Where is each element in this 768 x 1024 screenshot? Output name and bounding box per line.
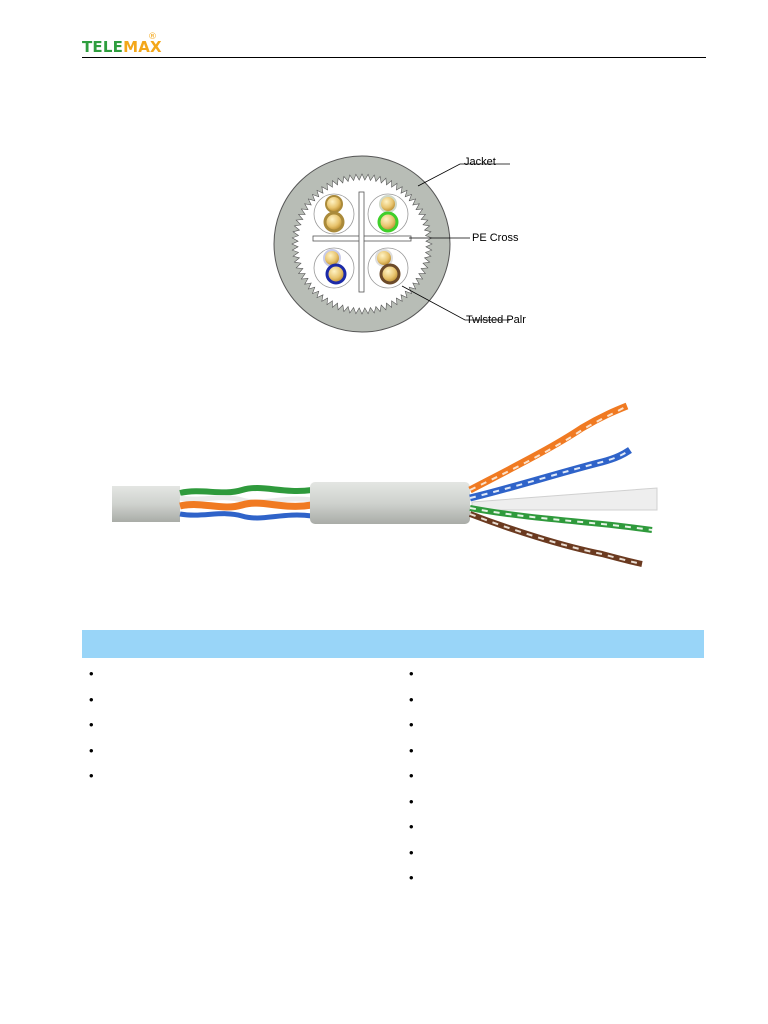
list-item — [89, 692, 107, 718]
page-header: TELEMAX ® — [82, 32, 706, 58]
features-list-right — [409, 666, 427, 896]
cable-illustration — [112, 402, 658, 567]
features-list-left — [89, 666, 107, 794]
list-item — [409, 819, 427, 845]
twisted-pair-bottom-right — [367, 247, 409, 289]
list-item — [89, 743, 107, 769]
registered-mark: ® — [148, 32, 158, 42]
pe-cross-vertical — [358, 191, 365, 293]
twisted-pair-top-right — [367, 193, 409, 235]
fanned-pairs-right — [468, 402, 658, 567]
pe-cross-label: PE Cross — [472, 232, 519, 244]
list-item — [409, 794, 427, 820]
features-header-bar — [82, 630, 704, 658]
list-item — [89, 666, 107, 692]
cable-cross-section-diagram: Jacket PE Cross Twlsted Palr — [270, 150, 530, 340]
jacket-label: Jacket — [464, 156, 496, 168]
cross-section-drawing — [273, 155, 510, 333]
list-item — [409, 692, 427, 718]
list-item — [409, 870, 427, 896]
list-item — [409, 717, 427, 743]
jacket-leader — [417, 163, 510, 187]
list-item — [89, 717, 107, 743]
list-item — [409, 845, 427, 871]
list-item — [409, 743, 427, 769]
twisted-pair-label: Twlsted Palr — [466, 314, 526, 326]
jacket-middle — [310, 482, 470, 524]
jacket-left — [112, 486, 180, 522]
list-item — [89, 768, 107, 794]
telemax-logo: TELEMAX ® — [82, 32, 162, 56]
list-item — [409, 666, 427, 692]
header-rule — [82, 57, 706, 58]
twisted-pair-top-left — [313, 193, 355, 235]
twisted-pair-bottom-left — [313, 247, 355, 289]
twisted-pair-leader — [401, 285, 510, 321]
cable-photo — [112, 398, 672, 574]
exposed-pairs-middle — [179, 485, 313, 521]
list-item — [409, 768, 427, 794]
